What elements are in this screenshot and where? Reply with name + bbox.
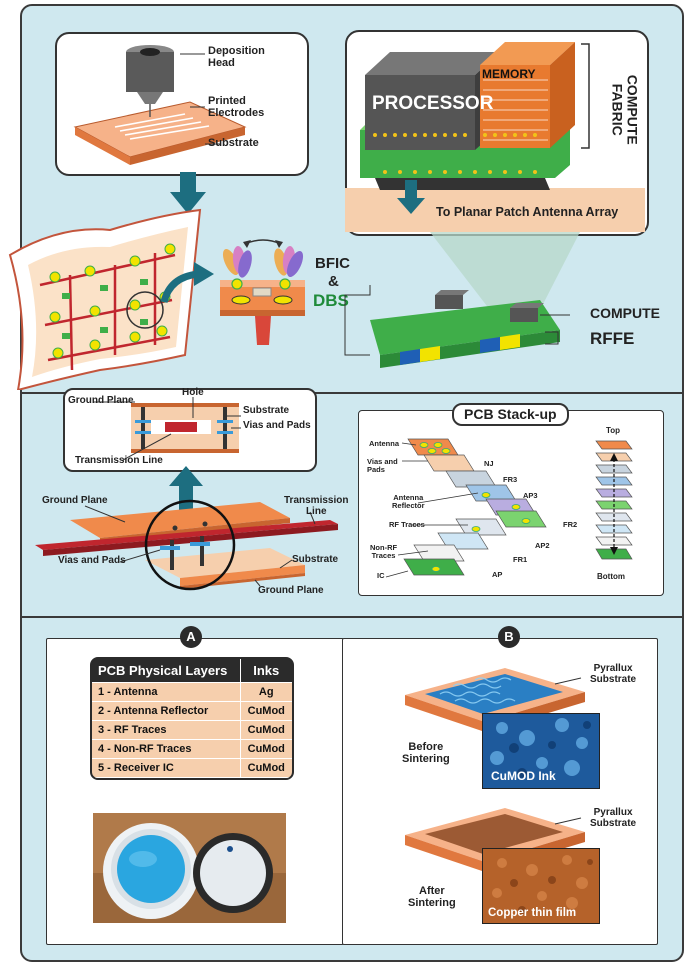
ink-cell: Ag	[239, 683, 292, 702]
layer-cell: 2 - Antenna Reflector	[92, 702, 240, 721]
table-row: 1 - Antenna Ag	[92, 683, 292, 702]
pyrallux-label-1: Pyrallux Substrate	[590, 663, 637, 685]
stack-top-label: Top	[606, 426, 621, 435]
stack-nj-label: NJ	[484, 459, 494, 468]
up-arrow-icon	[169, 466, 203, 510]
transmission-line-illustration	[35, 499, 338, 591]
table-row: 3 - RF Traces CuMod	[92, 721, 292, 740]
stack-fr1-label: FR1	[513, 555, 528, 564]
stack-bottom-label: Bottom	[597, 572, 625, 581]
stack-rf-traces-label: RF Traces	[389, 520, 425, 529]
memory-label: MEMORY	[482, 67, 536, 81]
after-sintering-slab	[405, 808, 585, 872]
stack-fr2-label: FR2	[563, 520, 578, 529]
layer-cell: 4 - Non-RF Traces	[92, 740, 240, 759]
after-sintering-label: After Sintering	[408, 885, 456, 909]
stack-vias-pads-label: Vias and Pads	[367, 457, 398, 474]
substrate-label-mid: Substrate	[292, 554, 339, 565]
ground-plane-top-label: Ground Plane	[42, 495, 108, 506]
badge-a: A	[180, 626, 202, 648]
pcb-stackup-layers	[385, 438, 633, 578]
stack-fr3-label: FR3	[503, 475, 518, 484]
printed-electrodes-label: Printed Electrodes	[208, 95, 265, 119]
cumod-ink-label: CuMOD Ink	[491, 769, 556, 783]
curved-arrow-icon	[160, 262, 214, 303]
compute-fabric-label: COMPUTE FABRIC	[610, 74, 641, 145]
stack-ap3-label: AP3	[523, 491, 538, 500]
inset-ground-plane-label: Ground Plane	[68, 395, 134, 406]
deposition-head-label: Deposition Head	[208, 45, 265, 69]
dbs-label: DBS	[313, 291, 349, 310]
inset-hole-label: Hole	[182, 387, 204, 398]
ink-cell: CuMod	[239, 740, 292, 759]
bfic-label: BFIC	[315, 255, 350, 272]
ink-cell: CuMod	[239, 702, 292, 721]
stack-antenna-reflector-label: Antenna Reflector	[392, 493, 425, 510]
layer-cell: 1 - Antenna	[92, 683, 240, 702]
stack-ic-label: IC	[377, 571, 385, 580]
ink-jars-photo	[93, 813, 286, 923]
amp-label: &	[328, 273, 339, 290]
table-row: 2 - Antenna Reflector CuMod	[92, 702, 292, 721]
zoom-cone	[430, 232, 580, 310]
substrate-label-top: Substrate	[208, 137, 259, 149]
cumod-ink-micrograph	[482, 713, 600, 789]
flexible-array-sheet	[8, 208, 202, 390]
ground-plane-bottom-label: Ground Plane	[258, 585, 324, 596]
copper-film-label: Copper thin film	[488, 907, 577, 919]
copper-film-micrograph	[482, 848, 600, 924]
stack-ap-label: AP	[492, 570, 503, 579]
badge-b: B	[498, 626, 520, 648]
table-header-inks: Inks	[239, 659, 292, 683]
before-sintering-label: Before Sintering	[402, 741, 450, 765]
processor-label: PROCESSOR	[372, 93, 494, 114]
bfic-chip	[220, 239, 305, 345]
ink-cell: CuMod	[239, 759, 292, 778]
vias-pads-label: Vias and Pads	[58, 555, 126, 566]
printer-illustration	[73, 45, 247, 165]
pyrallux-label-2: Pyrallux Substrate	[590, 807, 637, 829]
stack-non-rf-traces-label: Non-RF Traces	[370, 543, 398, 560]
table-header-layers: PCB Physical Layers	[92, 659, 240, 683]
transmission-inset-illustration	[93, 397, 241, 461]
compute-label: COMPUTE	[590, 305, 660, 321]
to-antenna-label: To Planar Patch Antenna Array	[436, 205, 619, 219]
rffe-board	[344, 285, 570, 368]
inset-vias-pads-label: Vias and Pads	[243, 420, 311, 431]
transmission-line-label: Transmission Line	[284, 495, 349, 517]
ink-cell: CuMod	[239, 721, 292, 740]
layer-cell: 3 - RF Traces	[92, 721, 240, 740]
stack-antenna-label: Antenna	[369, 439, 399, 448]
inset-substrate-label: Substrate	[243, 405, 290, 416]
table-row: 4 - Non-RF Traces CuMod	[92, 740, 292, 759]
compute-fabric-illustration	[345, 42, 645, 232]
table-row: 5 - Receiver IC CuMod	[92, 759, 292, 778]
layer-cell: 5 - Receiver IC	[92, 759, 240, 778]
inks-table: PCB Physical Layers Inks 1 - Antenna Ag …	[90, 657, 294, 780]
down-arrow-icon	[170, 172, 206, 214]
stack-ap2-label: AP2	[535, 541, 550, 550]
rffe-label: RFFE	[590, 329, 635, 348]
pcb-stackup-title: PCB Stack-up	[452, 403, 569, 426]
inset-transmission-line-label: Transmission Line	[75, 455, 163, 466]
